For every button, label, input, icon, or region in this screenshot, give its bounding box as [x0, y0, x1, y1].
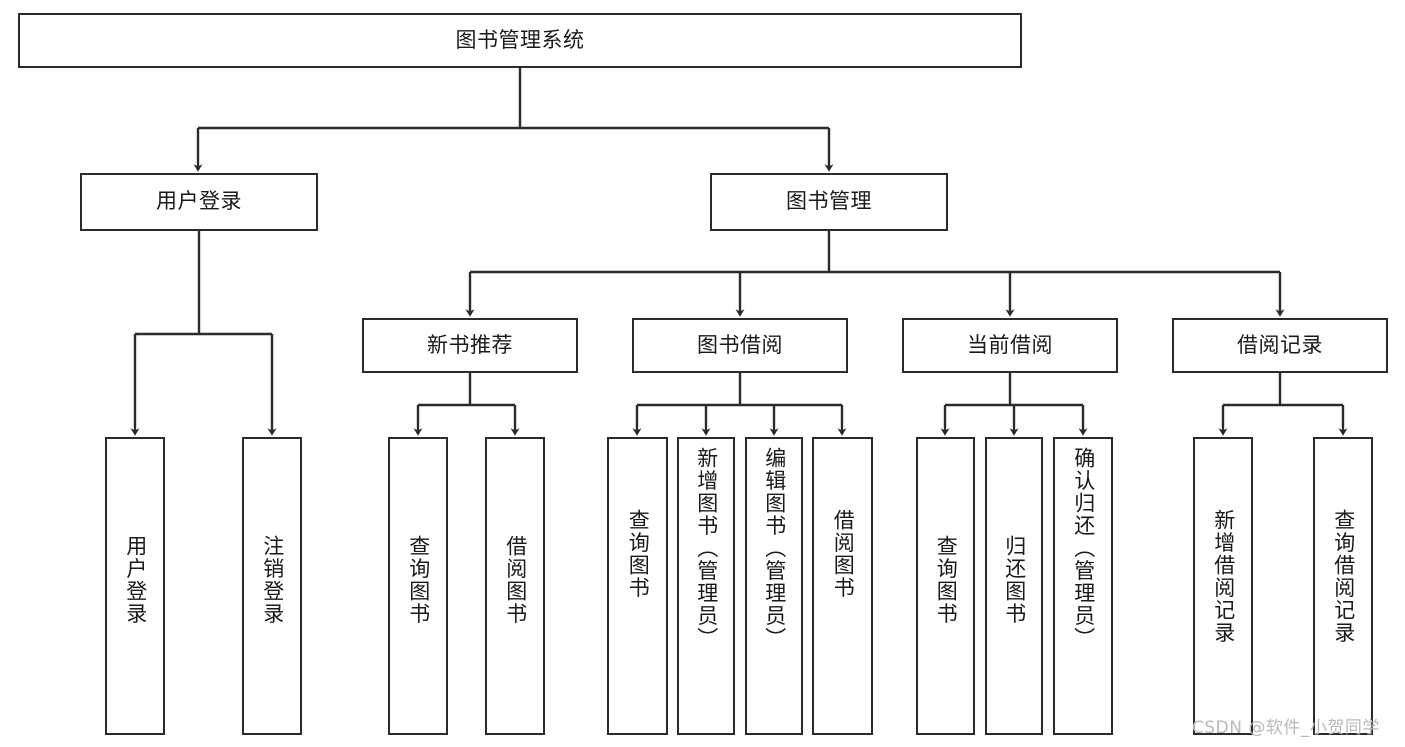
node-level2-0-label: 新书推荐	[427, 332, 513, 357]
node-leaf-1-label: 注销登录	[260, 535, 285, 625]
node-leaf-6[interactable]: 编辑图书（管理员）	[745, 437, 803, 735]
node-level2-3-label: 借阅记录	[1237, 332, 1323, 357]
node-leaf-5[interactable]: 新增图书（管理员）	[677, 437, 735, 735]
node-root-label: 图书管理系统	[455, 27, 585, 52]
node-leaf-9-label: 归还图书	[1002, 535, 1027, 625]
node-level2-2-label: 当前借阅	[967, 332, 1053, 357]
node-leaf-12[interactable]: 查询借阅记录	[1313, 437, 1373, 735]
node-leaf-1[interactable]: 注销登录	[242, 437, 302, 735]
node-leaf-5-label: 新增图书（管理员）	[694, 447, 719, 650]
node-leaf-2[interactable]: 查询图书	[388, 437, 448, 735]
node-leaf-0-label: 用户登录	[123, 535, 148, 625]
node-leaf-4-label: 查询图书	[626, 509, 651, 599]
csdn-watermark: CSDN @软件_小贺同学	[1192, 718, 1380, 738]
node-level1-0-label: 用户登录	[156, 189, 242, 214]
node-leaf-8[interactable]: 查询图书	[916, 437, 975, 735]
node-leaf-2-label: 查询图书	[406, 535, 431, 625]
node-leaf-10[interactable]: 确认归还（管理员）	[1053, 437, 1113, 735]
node-leaf-11-label: 新增借阅记录	[1211, 509, 1236, 644]
node-leaf-12-label: 查询借阅记录	[1331, 509, 1356, 644]
node-leaf-11[interactable]: 新增借阅记录	[1193, 437, 1253, 735]
node-leaf-3[interactable]: 借阅图书	[485, 437, 545, 735]
node-level2-2[interactable]: 当前借阅	[902, 318, 1118, 373]
node-root[interactable]: 图书管理系统	[18, 13, 1022, 68]
node-level2-1[interactable]: 图书借阅	[632, 318, 848, 373]
node-level1-1-label: 图书管理	[786, 189, 872, 214]
node-level1-1[interactable]: 图书管理	[710, 173, 948, 231]
node-leaf-3-label: 借阅图书	[503, 535, 528, 625]
node-leaf-7-label: 借阅图书	[831, 509, 856, 599]
node-level2-1-label: 图书借阅	[697, 332, 783, 357]
node-level2-3[interactable]: 借阅记录	[1172, 318, 1388, 373]
node-leaf-7[interactable]: 借阅图书	[812, 437, 873, 735]
node-leaf-4[interactable]: 查询图书	[607, 437, 668, 735]
node-leaf-10-label: 确认归还（管理员）	[1071, 447, 1096, 650]
node-leaf-0[interactable]: 用户登录	[105, 437, 165, 735]
node-level1-0[interactable]: 用户登录	[80, 173, 318, 231]
node-leaf-9[interactable]: 归还图书	[985, 437, 1043, 735]
node-level2-0[interactable]: 新书推荐	[362, 318, 578, 373]
node-leaf-8-label: 查询图书	[934, 535, 959, 625]
node-leaf-6-label: 编辑图书（管理员）	[762, 447, 787, 650]
